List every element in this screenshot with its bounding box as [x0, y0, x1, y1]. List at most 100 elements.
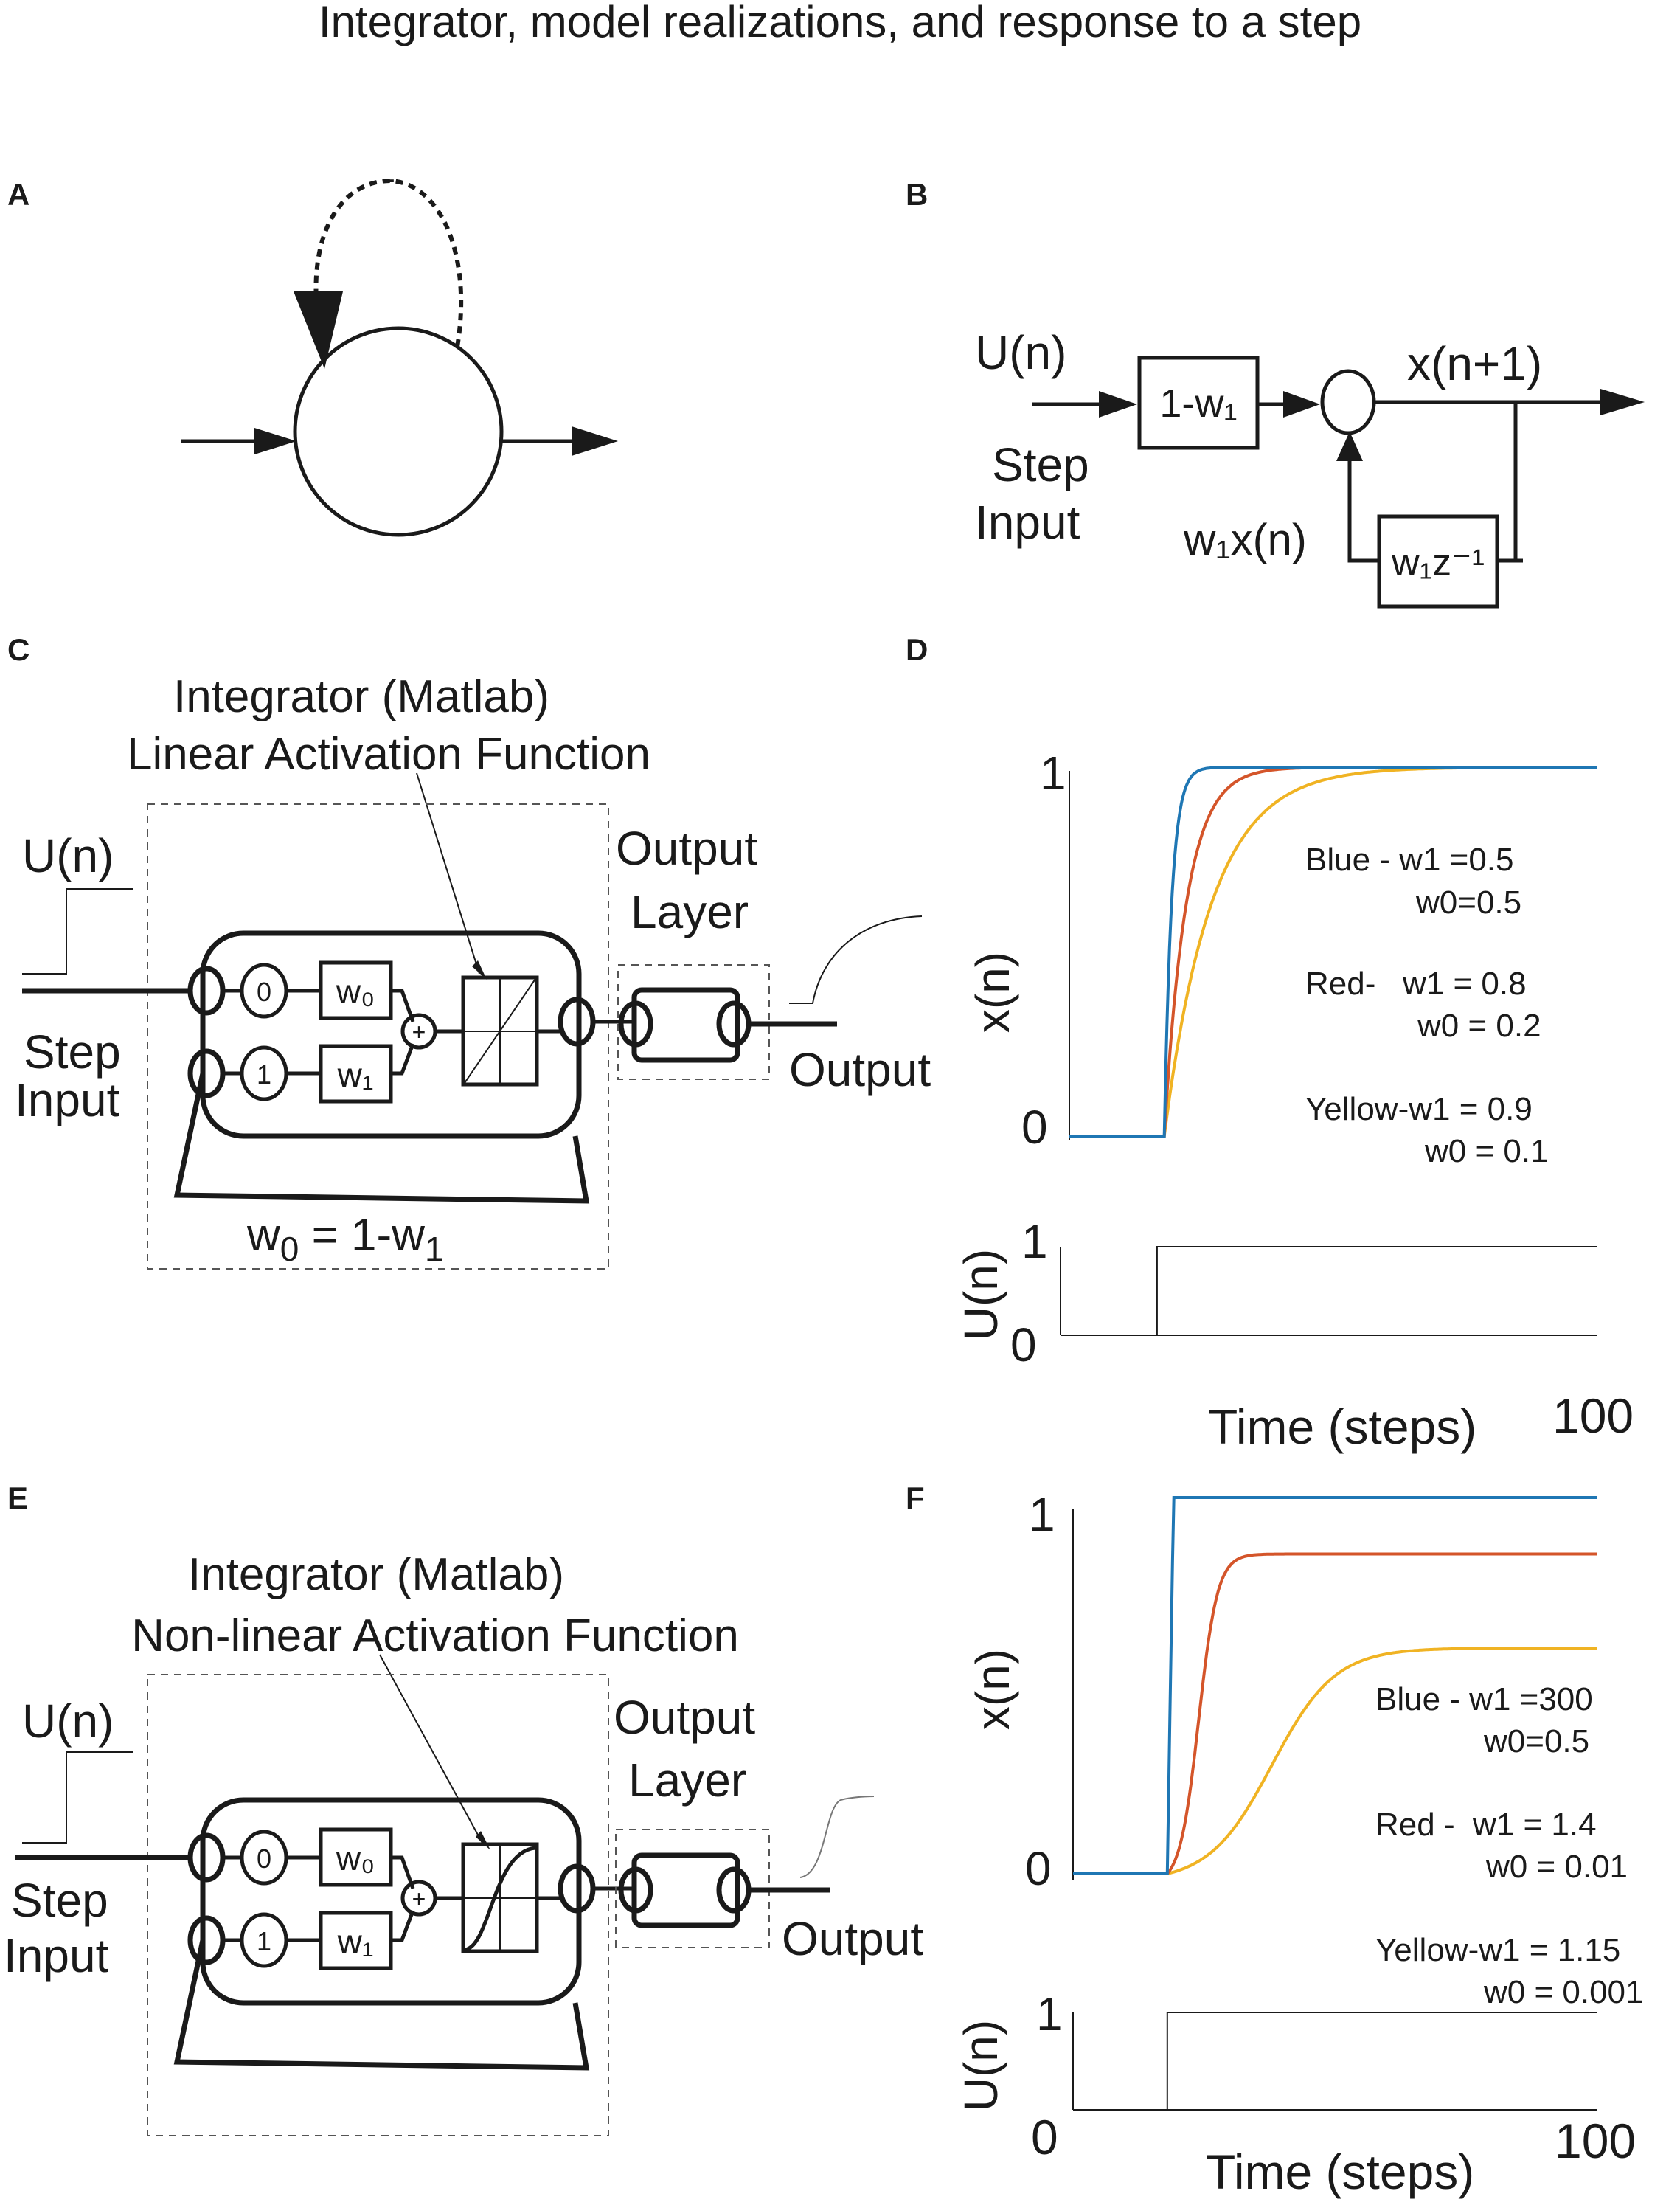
c-bias-node-0-label: 0 — [257, 977, 271, 1007]
input-arrowhead — [254, 428, 296, 454]
f-input-step-line — [1073, 2012, 1597, 2111]
panel-letter-c: C — [7, 632, 29, 667]
b-delay-label: w₁z⁻¹ — [1391, 541, 1485, 584]
d-x-end-label: 100 — [1552, 1388, 1634, 1443]
e-output-layer-line1: Output — [614, 1691, 755, 1744]
d-input-step-line — [1061, 1246, 1597, 1336]
f-legend-blue-line2: w0=0.5 — [1483, 1723, 1589, 1759]
c-input-node-bottom — [187, 1048, 226, 1098]
d-legend-blue-line2: w0=0.5 — [1415, 885, 1521, 921]
d-y-tick-1: 1 — [1040, 747, 1066, 800]
e-output-response-icon — [799, 1796, 875, 1878]
c-linear-activation-curve — [464, 978, 536, 1084]
e-sum-label: + — [412, 1886, 426, 1912]
f-x-start-label: 0 — [1031, 2110, 1058, 2164]
e-sigmoid-activation-curve — [464, 1846, 536, 1952]
b-feedback-path — [1513, 402, 1523, 563]
c-weight-w1-label: w₁ — [337, 1056, 374, 1094]
c-w1-to-sum — [391, 1043, 415, 1076]
c-weight-equation: w0 = 1-w1 — [246, 1210, 444, 1268]
f-series-blue-line — [1073, 1496, 1597, 1875]
panel-e: E Integrator (Matlab) Non-linear Activat… — [4, 1481, 923, 2136]
f-legend-yellow-line2: w0 = 0.001 — [1483, 1974, 1644, 2010]
f-y-tick-0: 0 — [1025, 1842, 1052, 1895]
e-output-label: Output — [782, 1912, 923, 1965]
c-pointer-arrowhead — [472, 960, 487, 980]
c-output-layer-line1: Output — [616, 822, 757, 875]
c-recurrent-loop — [173, 1073, 590, 1204]
c-pointer-line — [416, 772, 480, 975]
c-title-line1: Integrator (Matlab) — [173, 671, 549, 722]
panel-letter-e: E — [7, 1481, 28, 1515]
c-hidden-layer-box — [147, 803, 609, 1270]
c-output-unit-box — [631, 987, 740, 1063]
e-input-label: U(n) — [22, 1695, 114, 1748]
f-legend-yellow-line1: Yellow-w1 = 1.15 — [1375, 1932, 1620, 1968]
e-input-sub1: Step — [11, 1874, 108, 1927]
e-w1-to-sum — [391, 1910, 415, 1942]
e-output-node-right — [716, 1866, 752, 1914]
b-input-sub2: Input — [975, 496, 1080, 549]
e-recurrent-loop — [173, 1939, 590, 2071]
b-input-sub1: Step — [992, 438, 1089, 491]
c-weight-w0-label: w₀ — [336, 972, 375, 1011]
e-weight-w1-label: w₁ — [337, 1922, 374, 1961]
f-y-tick-1: 1 — [1029, 1488, 1055, 1541]
d-legend-blue-line1: Blue - w1 =0.5 — [1305, 842, 1514, 878]
e-pointer-line — [379, 1654, 484, 1845]
e-unit-container — [200, 1797, 582, 2006]
b-gain-out-arrowhead — [1283, 391, 1320, 418]
e-output-unit-box — [631, 1852, 740, 1928]
f-legend-red-line1: Red - w1 = 1.4 — [1375, 1807, 1597, 1843]
c-input-sub1: Step — [24, 1025, 121, 1079]
panel-letter-d: D — [906, 632, 928, 667]
e-input-node-bottom — [187, 1915, 226, 1965]
panel-d: D 1 0 x(n) Blue - w1 =0.5 w0=0.5 Red- w1… — [906, 632, 1634, 1454]
d-legend-yellow-line2: w0 = 0.1 — [1424, 1133, 1549, 1169]
c-output-node-left — [618, 1000, 653, 1048]
f-x-end-label: 100 — [1555, 2114, 1636, 2168]
c-step-icon — [22, 888, 133, 975]
panel-b: B U(n) Step Input 1-w₁ x(n+1) w₁z⁻¹ w₁x(… — [906, 177, 1645, 609]
e-bias-node-0-label: 0 — [257, 1844, 271, 1874]
panel-f: F 1 0 x(n) Blue - w1 =300 w0=0.5 Red - w… — [906, 1481, 1644, 2199]
b-input-arrowhead — [1099, 391, 1137, 418]
e-title-line2: Non-linear Activation Function — [131, 1610, 739, 1661]
e-input-node-top — [187, 1832, 226, 1883]
d-input-y-tick-1: 1 — [1021, 1215, 1048, 1268]
d-series-yellow-line — [1069, 766, 1597, 1138]
c-output-node-right — [716, 1000, 752, 1048]
e-w0-to-sum — [391, 1855, 415, 1889]
e-weight-w0-label: w₀ — [336, 1839, 375, 1877]
e-output-layer-line2: Layer — [628, 1754, 746, 1807]
d-legend-yellow-line1: Yellow-w1 = 0.9 — [1305, 1091, 1533, 1127]
panel-letter-f: F — [906, 1481, 925, 1515]
panel-c: C Integrator (Matlab) Linear Activation … — [7, 632, 931, 1270]
c-input-node-top — [187, 966, 226, 1016]
f-x-label: Time (steps) — [1206, 2145, 1474, 2199]
d-input-y-tick-0: 0 — [1010, 1318, 1037, 1371]
f-legend-blue-line1: Blue - w1 =300 — [1375, 1681, 1593, 1717]
b-feedback-return — [1347, 457, 1379, 563]
figure-title: Integrator, model realizations, and resp… — [319, 0, 1361, 46]
e-hidden-layer-box — [147, 1674, 609, 2136]
d-legend-red-line1: Red- w1 = 0.8 — [1305, 966, 1527, 1002]
d-input-y-label: U(n) — [954, 1249, 1007, 1340]
d-y-label: x(n) — [966, 952, 1019, 1033]
b-gain-label: 1-w₁ — [1159, 381, 1237, 426]
e-recurrent-node-1-label: 1 — [257, 1926, 271, 1956]
c-input-sub2: Input — [15, 1073, 120, 1126]
panel-letter-b: B — [906, 177, 928, 212]
feedback-dashed-arc — [313, 178, 464, 347]
c-title-line2: Linear Activation Function — [127, 729, 650, 780]
f-legend-red-line2: w0 = 0.01 — [1485, 1849, 1628, 1885]
c-input-label: U(n) — [22, 829, 114, 882]
b-feedback-label: w₁x(n) — [1183, 515, 1307, 564]
c-output-layer-line2: Layer — [631, 885, 749, 938]
b-sum-node — [1320, 369, 1376, 435]
output-arrowhead — [572, 426, 618, 456]
c-sum-label: + — [412, 1019, 426, 1045]
e-title-line1: Integrator (Matlab) — [188, 1549, 564, 1600]
panel-letter-a: A — [7, 177, 29, 212]
